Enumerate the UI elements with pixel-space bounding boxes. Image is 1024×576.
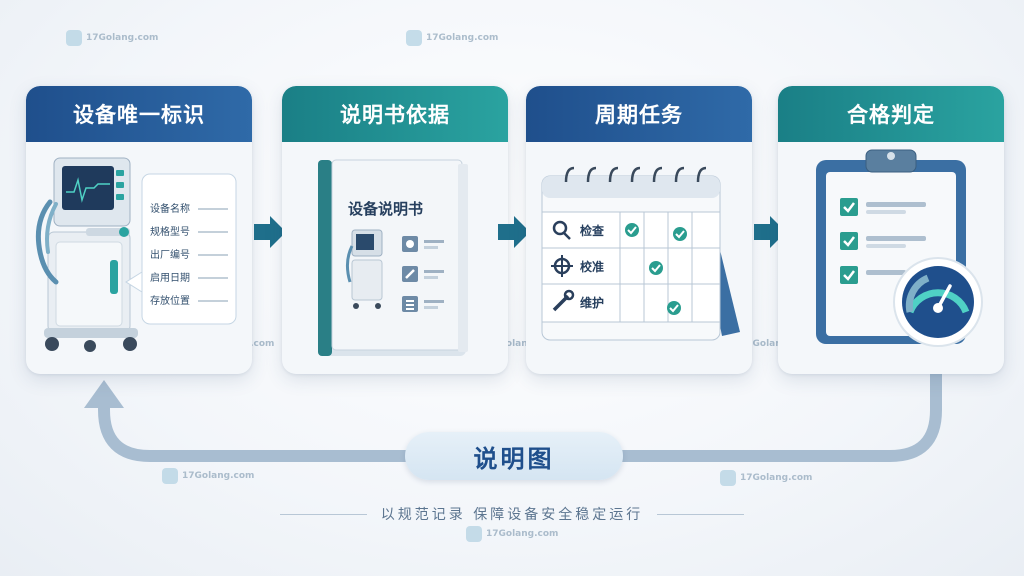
flow-arrow-icon — [254, 216, 286, 248]
task-label: 检查 — [580, 223, 605, 238]
task-label: 维护 — [580, 295, 604, 310]
step-card-device-id: 设备唯一标识 设备名称 规格型号 — [26, 86, 252, 374]
watermark-logo-icon — [66, 30, 82, 46]
field-label: 出厂编号 — [150, 248, 190, 261]
check-icon — [673, 227, 687, 241]
watermark: 17Golang.com — [66, 30, 158, 46]
medical-device-icon: 设备名称 规格型号 出厂编号 启用日期 存放位置 — [35, 157, 237, 352]
target-icon — [551, 255, 573, 277]
watermark: 17Golang.com — [162, 468, 254, 484]
check-icon — [625, 223, 639, 237]
wrench-icon — [552, 289, 575, 312]
field-label: 启用日期 — [150, 271, 190, 284]
calendar-icon: 检查 校准 维护 — [541, 166, 740, 341]
tagline: 以规范记录 保障设备安全稳定运行 — [280, 500, 745, 528]
loop-arrowhead-icon — [84, 380, 124, 408]
watermark-logo-icon — [466, 526, 482, 542]
task-label: 校准 — [580, 259, 604, 274]
step-card-qualification: 合格判定 — [778, 86, 1004, 374]
flow-arrow-icon — [498, 216, 530, 248]
step-title: 说明书依据 — [282, 86, 508, 142]
step-card-periodic-tasks: 周期任务 检查 校准 维护 — [526, 86, 752, 374]
watermark-logo-icon — [720, 470, 736, 486]
check-icon — [840, 232, 858, 250]
divider — [657, 513, 745, 515]
step-title: 合格判定 — [778, 86, 1004, 142]
search-icon — [552, 220, 571, 240]
watermark: 17Golang.com — [466, 526, 558, 542]
field-label: 设备名称 — [150, 202, 190, 215]
check-icon — [667, 301, 681, 315]
gauge-icon — [893, 257, 983, 347]
field-label: 存放位置 — [150, 294, 190, 307]
check-icon — [840, 266, 858, 284]
tagline-text: 以规范记录 保障设备安全稳定运行 — [380, 507, 644, 523]
book-title: 设备说明书 — [348, 200, 423, 218]
manual-book-icon: 设备说明书 — [318, 159, 468, 356]
watermark-logo-icon — [162, 468, 178, 484]
step-card-manual: 说明书依据 设备说明书 — [282, 86, 508, 374]
watermark: 17Golang.com — [720, 470, 812, 486]
watermark: 17Golang.com — [406, 30, 498, 46]
step-title: 周期任务 — [526, 86, 752, 142]
divider — [280, 513, 367, 515]
center-label: 说明图 — [405, 432, 623, 480]
watermark-logo-icon — [406, 30, 422, 46]
check-icon — [840, 198, 858, 216]
check-icon — [649, 261, 663, 275]
field-label: 规格型号 — [150, 225, 190, 238]
step-title: 设备唯一标识 — [26, 86, 252, 142]
clipboard-icon — [816, 149, 983, 347]
